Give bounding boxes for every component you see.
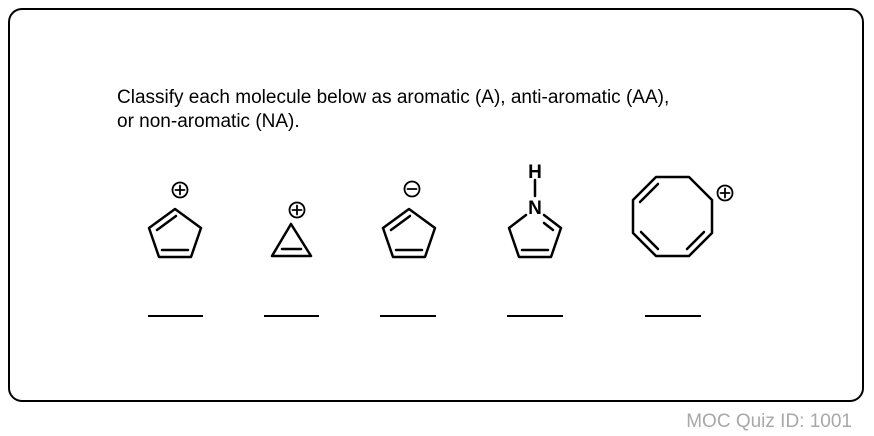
quiz-card	[8, 8, 864, 402]
answer-blank-3[interactable]	[380, 315, 436, 317]
instructions-line-1: Classify each molecule below as aromatic…	[117, 87, 670, 108]
pyrrole-hydrogen-label: H	[528, 162, 542, 183]
molecule-pyrrole	[507, 178, 563, 259]
answer-blank-4[interactable]	[507, 315, 563, 317]
instructions-line-2: or non-aromatic (NA).	[117, 111, 300, 132]
molecule-cyclopentadienyl-anion	[381, 180, 437, 259]
pyrrole-nitrogen-label: N	[528, 198, 542, 219]
answer-blank-2[interactable]	[264, 315, 319, 317]
molecule-cyclopropenyl-cation	[270, 201, 313, 258]
molecule-cyclopentadienyl-cation	[147, 181, 203, 259]
positive-charge-icon	[288, 201, 306, 219]
positive-charge-icon	[716, 184, 734, 202]
positive-charge-icon	[171, 181, 189, 199]
quiz-id: MOC Quiz ID: 1001	[686, 411, 852, 432]
negative-charge-icon	[403, 180, 421, 198]
answer-blank-1[interactable]	[148, 315, 203, 317]
answer-blank-5[interactable]	[645, 315, 701, 317]
molecule-cyclooctatrienyl-cation	[631, 175, 734, 258]
instructions: Classify each molecule below as aromatic…	[117, 86, 817, 134]
